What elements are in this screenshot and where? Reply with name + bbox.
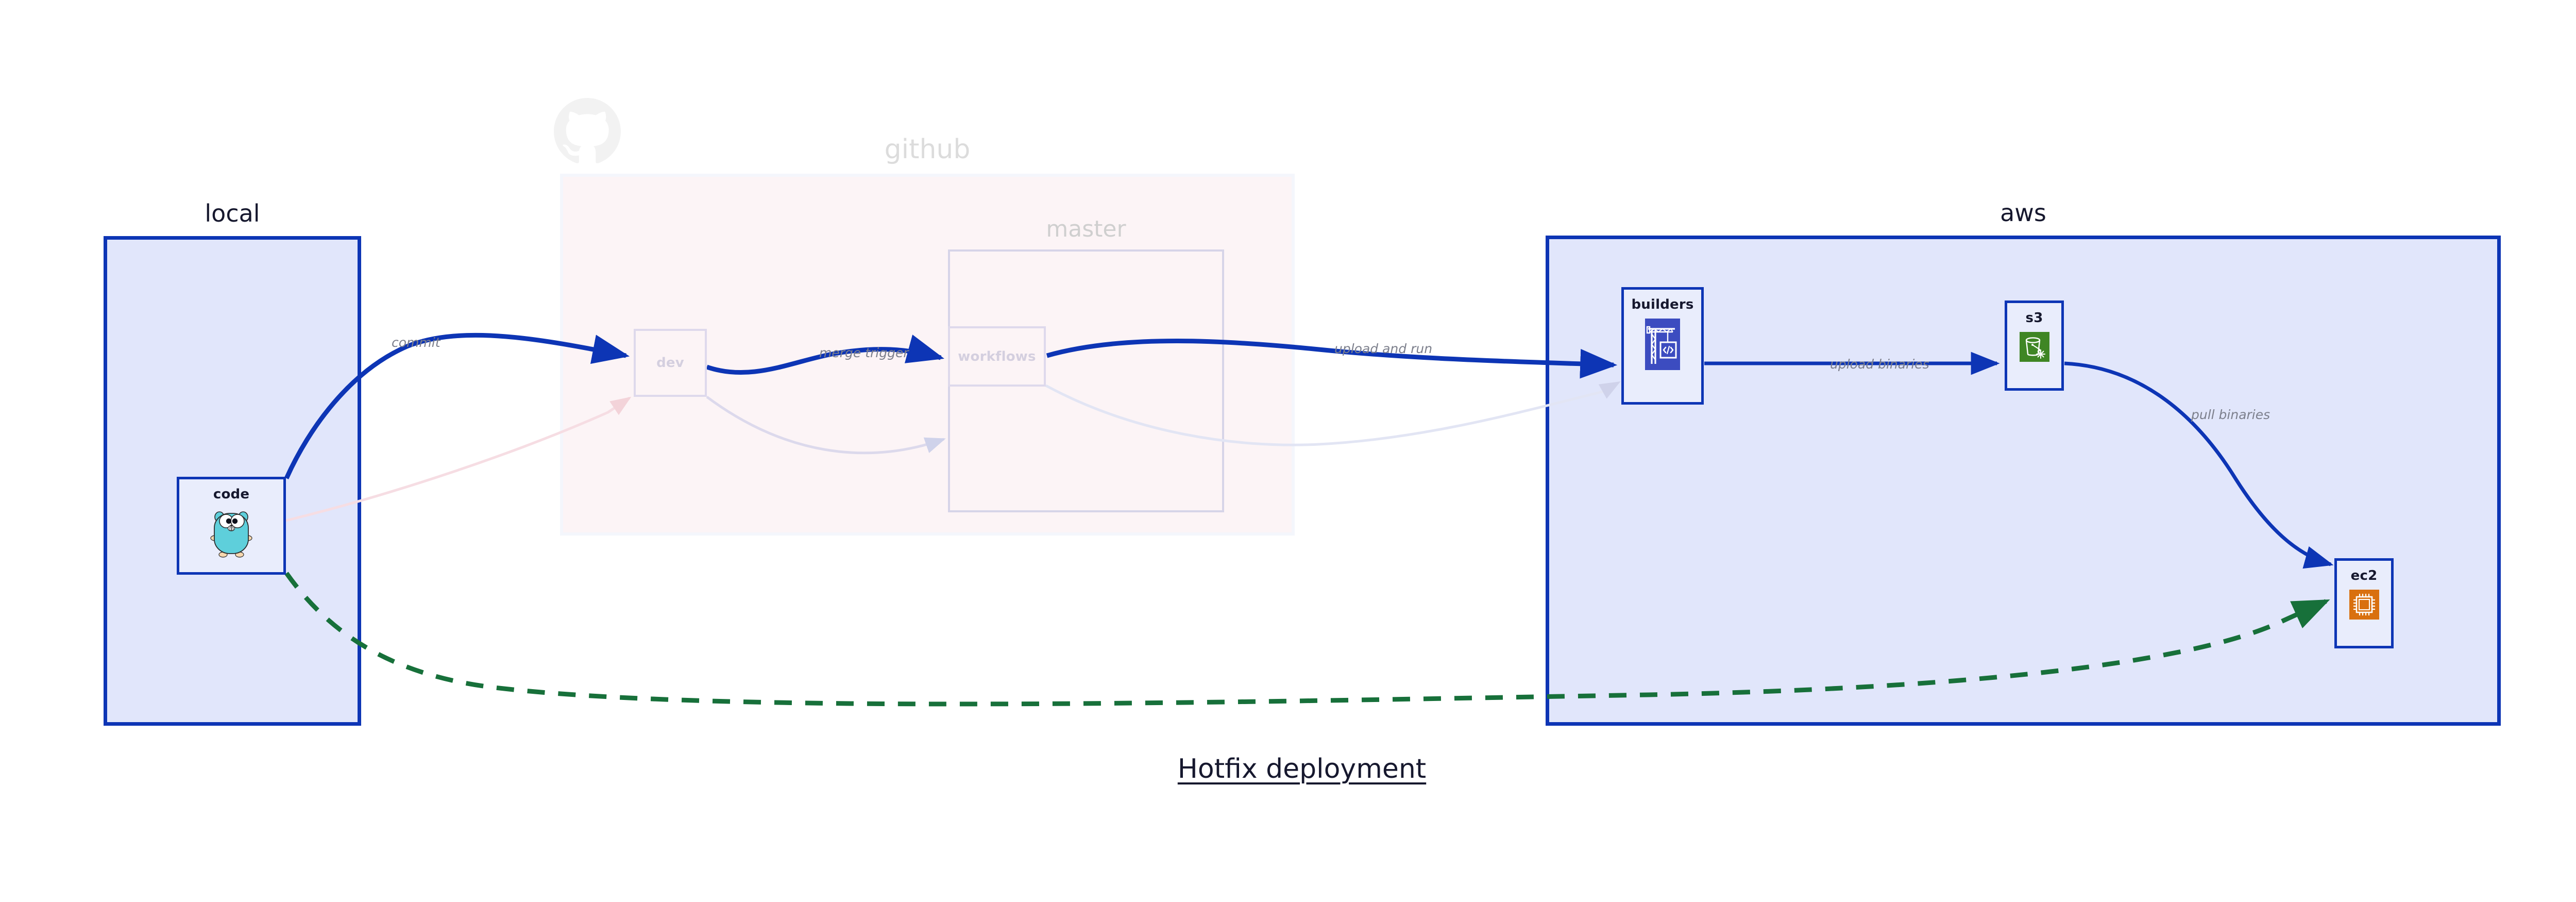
node-code[interactable]: code	[177, 477, 286, 575]
aws-ec2-chip-icon	[2349, 590, 2379, 622]
node-ec2-label: ec2	[2350, 568, 2378, 583]
node-s3[interactable]: s3	[2005, 300, 2064, 391]
cluster-local-label: local	[205, 199, 260, 227]
cluster-aws-label: aws	[2000, 199, 2046, 227]
diagram-caption: Hotfix deployment	[1177, 754, 1427, 784]
node-dev-label: dev	[656, 355, 684, 371]
go-gopher-icon	[209, 508, 253, 560]
edge-label-upload-and-run: upload and run	[1334, 341, 1433, 356]
node-ec2[interactable]: ec2	[2334, 558, 2394, 648]
node-workflows[interactable]: workflows	[948, 326, 1046, 387]
github-logo-icon	[554, 98, 621, 165]
node-builders-label: builders	[1631, 297, 1694, 312]
edge-label-upload-binaries: upload binaries	[1830, 357, 1929, 372]
cluster-github-label: github	[884, 134, 971, 165]
node-workflows-label: workflows	[958, 348, 1036, 364]
edge-label-commit: commit	[392, 335, 440, 350]
aws-s3-glacier-bucket-icon	[2019, 332, 2049, 364]
edge-label-pull-binaries: pull binaries	[2191, 407, 2270, 422]
node-s3-label: s3	[2025, 310, 2043, 326]
edge-label-merge-trigger: merge trigger	[819, 345, 909, 360]
node-builders[interactable]: builders	[1621, 287, 1704, 405]
cluster-master-label: master	[1046, 216, 1126, 242]
node-dev[interactable]: dev	[634, 329, 707, 397]
aws-crane-code-icon	[1645, 319, 1680, 372]
node-code-label: code	[213, 487, 250, 502]
